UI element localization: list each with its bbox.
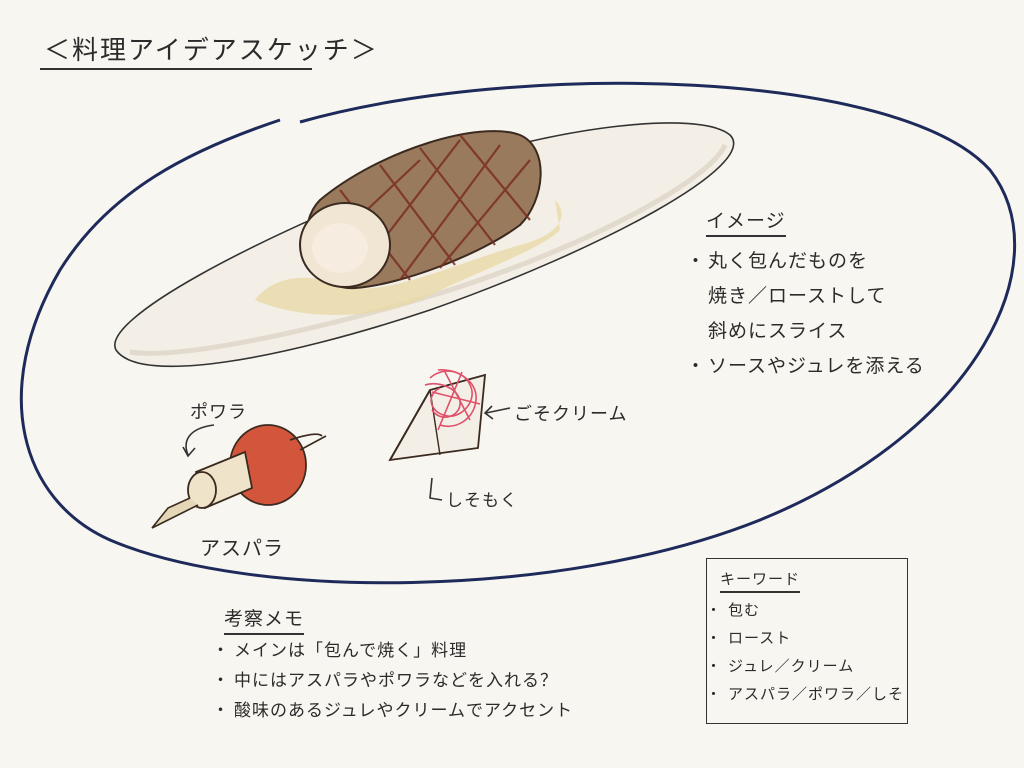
keyword-item: ロースト: [706, 624, 904, 652]
image-item: 丸く包んだものを 焼き／ローストして 斜めにスライス: [686, 244, 925, 349]
memo-list: メインは「包んで焼く」料理 中にはアスパラやポワラなどを入れる？ 酸味のあるジュ…: [212, 636, 573, 726]
label-asupara: アスパラ: [200, 536, 284, 560]
image-heading: イメージ: [706, 206, 786, 237]
keyword-item: 包む: [706, 596, 904, 624]
label-powara: ポワラ: [190, 402, 247, 423]
image-item: ソースやジュレを添える: [686, 349, 925, 384]
keywords-list: 包む ロースト ジュレ／クリーム アスパラ／ポワラ／しそ: [706, 596, 904, 708]
powara-asparagus: [151, 424, 327, 529]
memo-item: メインは「包んで焼く」料理: [212, 636, 573, 666]
memo-item: 酸味のあるジュレやクリームでアクセント: [212, 696, 573, 726]
shiso-cream: [388, 369, 487, 462]
roll: [299, 130, 542, 290]
page-title: ＜料理アイデアスケッチ＞: [44, 36, 379, 66]
navy-oval: [19, 81, 1017, 585]
keyword-item: アスパラ／ポワラ／しそ: [706, 680, 904, 708]
title-underline: [40, 68, 312, 70]
memo-item: 中にはアスパラやポワラなどを入れる？: [212, 666, 573, 696]
keyword-item: ジュレ／クリーム: [706, 652, 904, 680]
label-goma-cream: ごそクリーム: [514, 404, 628, 425]
image-list: 丸く包んだものを 焼き／ローストして 斜めにスライス ソースやジュレを添える: [686, 244, 925, 384]
keywords-heading: キーワード: [720, 568, 801, 593]
memo-heading: 考察メモ: [224, 604, 305, 635]
label-shiso: しそもく: [446, 491, 518, 511]
